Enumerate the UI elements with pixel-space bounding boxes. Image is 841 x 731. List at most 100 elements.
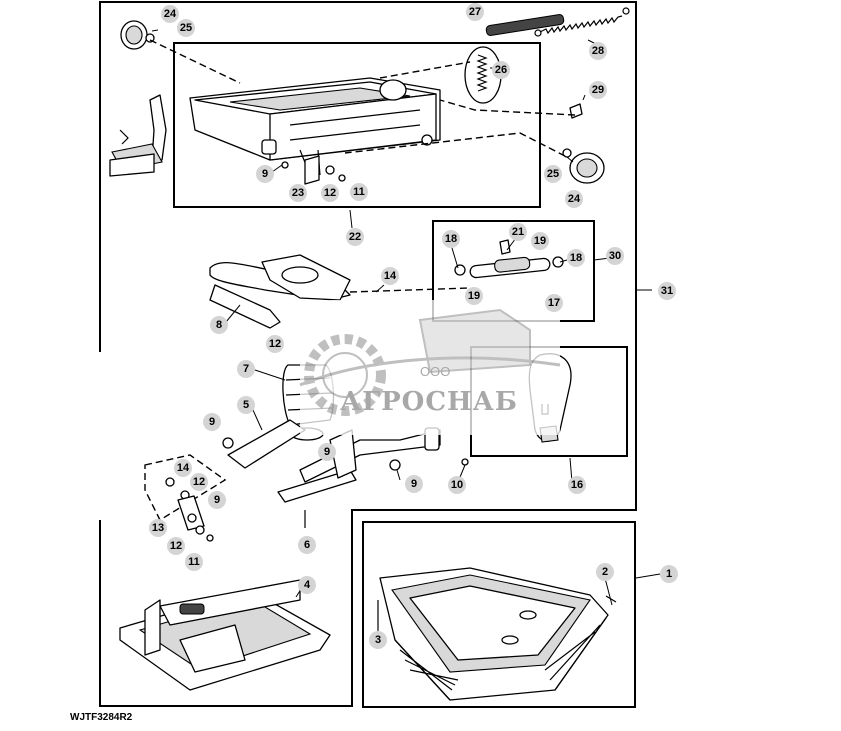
callout-19: 19 — [465, 287, 483, 305]
callout-25: 25 — [544, 165, 562, 183]
callout-16: 16 — [568, 476, 586, 494]
callout-12: 12 — [167, 537, 185, 555]
seat-suspension-top — [189, 77, 441, 176]
svg-text:9: 9 — [411, 478, 417, 490]
svg-text:28: 28 — [592, 45, 604, 57]
shock-absorber-assembly — [454, 239, 564, 279]
callout-14: 14 — [381, 267, 399, 285]
assembly-dash-lines-top — [149, 39, 576, 157]
svg-text:29: 29 — [592, 84, 604, 96]
callout-9: 9 — [203, 413, 221, 431]
svg-text:13: 13 — [152, 522, 164, 534]
callout-11: 11 — [350, 183, 368, 201]
svg-text:3: 3 — [375, 634, 381, 646]
seat-base-4 — [119, 579, 331, 691]
outer-frame — [99, 1, 637, 707]
callout-24: 24 — [565, 190, 583, 208]
figure-code: WJTF3284R2 — [70, 712, 133, 723]
spring-28 — [534, 7, 630, 37]
knob-top-left — [120, 20, 155, 50]
callout-12: 12 — [266, 335, 284, 353]
svg-text:12: 12 — [193, 476, 205, 488]
callout-14: 14 — [174, 459, 192, 477]
svg-text:19: 19 — [534, 235, 546, 247]
callout-7: 7 — [237, 360, 255, 378]
svg-text:9: 9 — [214, 494, 220, 506]
svg-text:25: 25 — [547, 168, 559, 180]
spring-26-detail — [464, 46, 502, 104]
bracket-29 — [569, 103, 583, 119]
callout-12: 12 — [190, 473, 208, 491]
watermark-company: ООО — [420, 364, 450, 379]
seat-location-icon — [109, 94, 167, 177]
svg-text:12: 12 — [269, 338, 281, 350]
callout-23: 23 — [289, 184, 307, 202]
callout-31: 31 — [658, 282, 676, 300]
svg-text:19: 19 — [468, 290, 480, 302]
watermark-logo: ООО АГРОСНАБ — [299, 300, 561, 435]
svg-text:10: 10 — [451, 479, 463, 491]
svg-text:18: 18 — [570, 252, 582, 264]
svg-text:1: 1 — [666, 568, 672, 580]
svg-text:21: 21 — [512, 226, 524, 238]
svg-text:6: 6 — [304, 539, 310, 551]
link-assembly-left — [165, 477, 214, 542]
callout-8: 8 — [210, 316, 228, 334]
callout-19: 19 — [531, 232, 549, 250]
svg-text:25: 25 — [180, 22, 192, 34]
callout-10: 10 — [448, 476, 466, 494]
frame-seat-base-group — [173, 42, 541, 208]
callout-27: 27 — [466, 3, 484, 21]
svg-text:9: 9 — [209, 416, 215, 428]
callout-5: 5 — [237, 396, 255, 414]
callout-21: 21 — [509, 223, 527, 241]
callout-18: 18 — [567, 249, 585, 267]
callout-28: 28 — [589, 42, 607, 60]
svg-text:11: 11 — [188, 556, 200, 568]
svg-text:11: 11 — [353, 186, 365, 198]
svg-text:12: 12 — [324, 187, 336, 199]
frame-bottom-pan — [362, 521, 636, 708]
svg-text:18: 18 — [445, 233, 457, 245]
callout-17: 17 — [545, 294, 563, 312]
callout-9: 9 — [405, 475, 423, 493]
svg-text:14: 14 — [177, 462, 190, 474]
callout-22: 22 — [346, 228, 364, 246]
callout-6: 6 — [298, 536, 316, 554]
svg-text:9: 9 — [324, 446, 330, 458]
callout-24: 24 — [161, 5, 179, 23]
svg-text:4: 4 — [304, 579, 311, 591]
callouts: 24 25 27 28 26 29 25 24 9 23 12 11 22 18… — [149, 3, 678, 649]
svg-text:2: 2 — [602, 566, 608, 578]
watermark-brand: АГРОСНАБ — [340, 387, 518, 417]
seat-pan-1 — [377, 567, 617, 701]
svg-text:12: 12 — [170, 540, 182, 552]
callout-4: 4 — [298, 576, 316, 594]
callout-13: 13 — [149, 519, 167, 537]
svg-text:14: 14 — [384, 270, 397, 282]
callout-3: 3 — [369, 631, 387, 649]
svg-text:26: 26 — [495, 64, 507, 76]
callout-30: 30 — [606, 247, 624, 265]
svg-text:23: 23 — [292, 187, 304, 199]
svg-text:24: 24 — [164, 8, 177, 20]
svg-text:24: 24 — [568, 193, 581, 205]
callout-9: 9 — [318, 443, 336, 461]
svg-text:16: 16 — [571, 479, 583, 491]
svg-text:7: 7 — [243, 363, 249, 375]
pin-27 — [485, 14, 565, 36]
svg-text:22: 22 — [349, 231, 361, 243]
callout-25: 25 — [177, 19, 195, 37]
callout-2: 2 — [596, 563, 614, 581]
callout-29: 29 — [589, 81, 607, 99]
svg-text:31: 31 — [661, 285, 673, 297]
callout-11: 11 — [185, 553, 203, 571]
knob-right — [562, 148, 605, 184]
svg-text:9: 9 — [262, 168, 268, 180]
svg-text:5: 5 — [243, 399, 249, 411]
svg-text:17: 17 — [548, 297, 560, 309]
scissor-arm-upper — [209, 254, 471, 329]
callout-12: 12 — [321, 184, 339, 202]
callout-9: 9 — [208, 491, 226, 509]
